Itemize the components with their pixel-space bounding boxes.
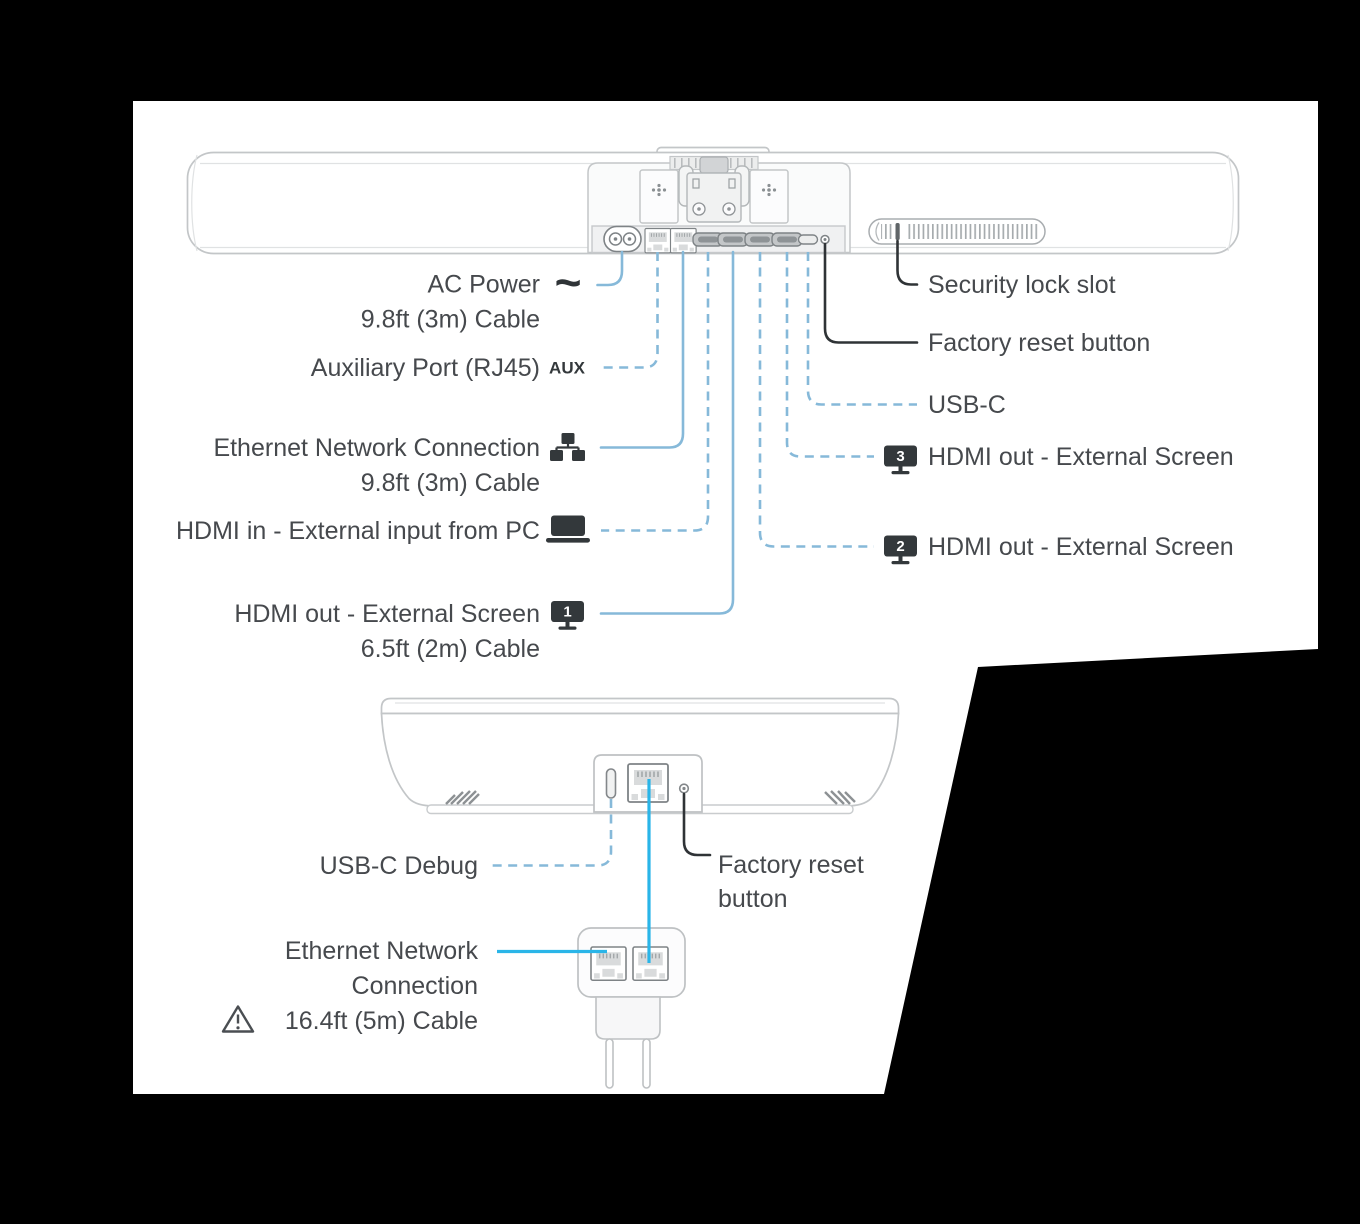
bar-left-cap-seam [191, 154, 198, 252]
label-security-lock: Security lock slot [928, 271, 1116, 299]
label-ac-power-cable: 9.8ft (3m) Cable [361, 306, 540, 334]
hdmi-out-1-port [717, 232, 749, 247]
ethernet-wall-adapter [577, 927, 686, 1089]
label-ethernet-bottom-1: Ethernet Network [285, 937, 479, 965]
leader-ac-power [596, 250, 624, 287]
mount-wing-left [639, 169, 679, 224]
warning-icon [221, 1005, 255, 1033]
label-hdmi-out-2: HDMI out - External Screen [928, 533, 1234, 561]
controller-reset-pinhole-center [682, 786, 686, 791]
monitor-2-badge: 2 [896, 538, 904, 555]
monitor-1-badge: 1 [563, 604, 571, 621]
mount-clamp [699, 156, 729, 174]
hdmi-out-3-port [771, 232, 803, 247]
reset-pinhole-center [823, 238, 827, 241]
wall-mount-bracket [639, 155, 789, 224]
video-bar-rear [186, 146, 1240, 255]
usb-c-port [797, 234, 819, 245]
leader-hdmi-out-1 [599, 250, 735, 615]
label-ethernet-cable: 9.8ft (3m) Cable [361, 469, 540, 497]
bar-right-cap-seam [1227, 154, 1234, 252]
security-lock-slot[interactable] [895, 223, 900, 240]
grille-ticks-left [881, 224, 893, 239]
mount-plate-slot-right [728, 178, 736, 189]
mount-plate-slot-left [692, 178, 700, 189]
ac-power-inlet [603, 225, 642, 253]
label-factory-reset-bottom-1: Factory reset [718, 851, 864, 879]
leader-security-lock [896, 239, 919, 286]
leader-ethernet [599, 250, 685, 449]
monitor-3-badge: 3 [896, 448, 904, 465]
controller-grip-left [445, 790, 480, 805]
ac-tilde-icon: ~ [555, 256, 582, 308]
controller-lid [380, 697, 900, 715]
leader-hdmi-out-2 [758, 252, 874, 548]
mount-wing-screws [651, 183, 777, 197]
laptop-icon [546, 515, 590, 543]
mount-screw-right-center [727, 207, 731, 211]
leader-usb-c [806, 252, 917, 406]
label-hdmi-out-3: HDMI out - External Screen [928, 443, 1234, 471]
network-icon [550, 433, 585, 461]
leader-hdmi-out-3 [785, 252, 874, 458]
grille-cap-line [875, 222, 880, 241]
label-ethernet-bottom-2: Connection [352, 972, 478, 1000]
label-usb-c: USB-C [928, 391, 1006, 419]
label-hdmi-out-1: HDMI out - External Screen [234, 600, 540, 628]
adapter-neck [595, 996, 661, 1040]
label-ethernet-bottom-3: 16.4ft (5m) Cable [285, 1007, 478, 1035]
aux-rj45-port [644, 227, 672, 254]
label-hdmi-out-1-cable: 6.5ft (2m) Cable [361, 635, 540, 663]
label-factory-reset-bottom-2: button [718, 885, 788, 913]
label-hdmi-in: HDMI in - External input from PC [176, 517, 540, 545]
ethernet-rj45-port [669, 227, 697, 254]
leader-usb-c-debug [489, 799, 613, 867]
leader-factory-reset-bottom [682, 792, 712, 857]
leader-hdmi-in [601, 252, 710, 532]
label-ethernet: Ethernet Network Connection [213, 434, 540, 462]
mount-plate [686, 172, 742, 223]
mount-screw-left-center [697, 207, 701, 211]
controller-grip-right [824, 790, 856, 805]
label-usb-c-debug: USB-C Debug [320, 852, 478, 880]
grille-ticks-main [906, 224, 1038, 239]
label-ac-power: AC Power [427, 271, 540, 299]
leader-factory-reset [823, 242, 919, 344]
touch-controller-rear [380, 697, 900, 815]
content-panel [133, 101, 1318, 1094]
hdmi-out-2-port [744, 232, 776, 247]
label-aux-port: Auxiliary Port (RJ45) [311, 354, 540, 382]
adapter-prong-left [605, 1038, 614, 1089]
speaker-grille [868, 218, 1046, 245]
label-factory-reset: Factory reset button [928, 329, 1150, 357]
aux-icon: AUX [549, 359, 586, 378]
mount-wing-right [749, 169, 789, 224]
adapter-prong-right [642, 1038, 651, 1089]
leader-aux-port [599, 252, 659, 369]
usb-c-debug-port [605, 768, 617, 799]
